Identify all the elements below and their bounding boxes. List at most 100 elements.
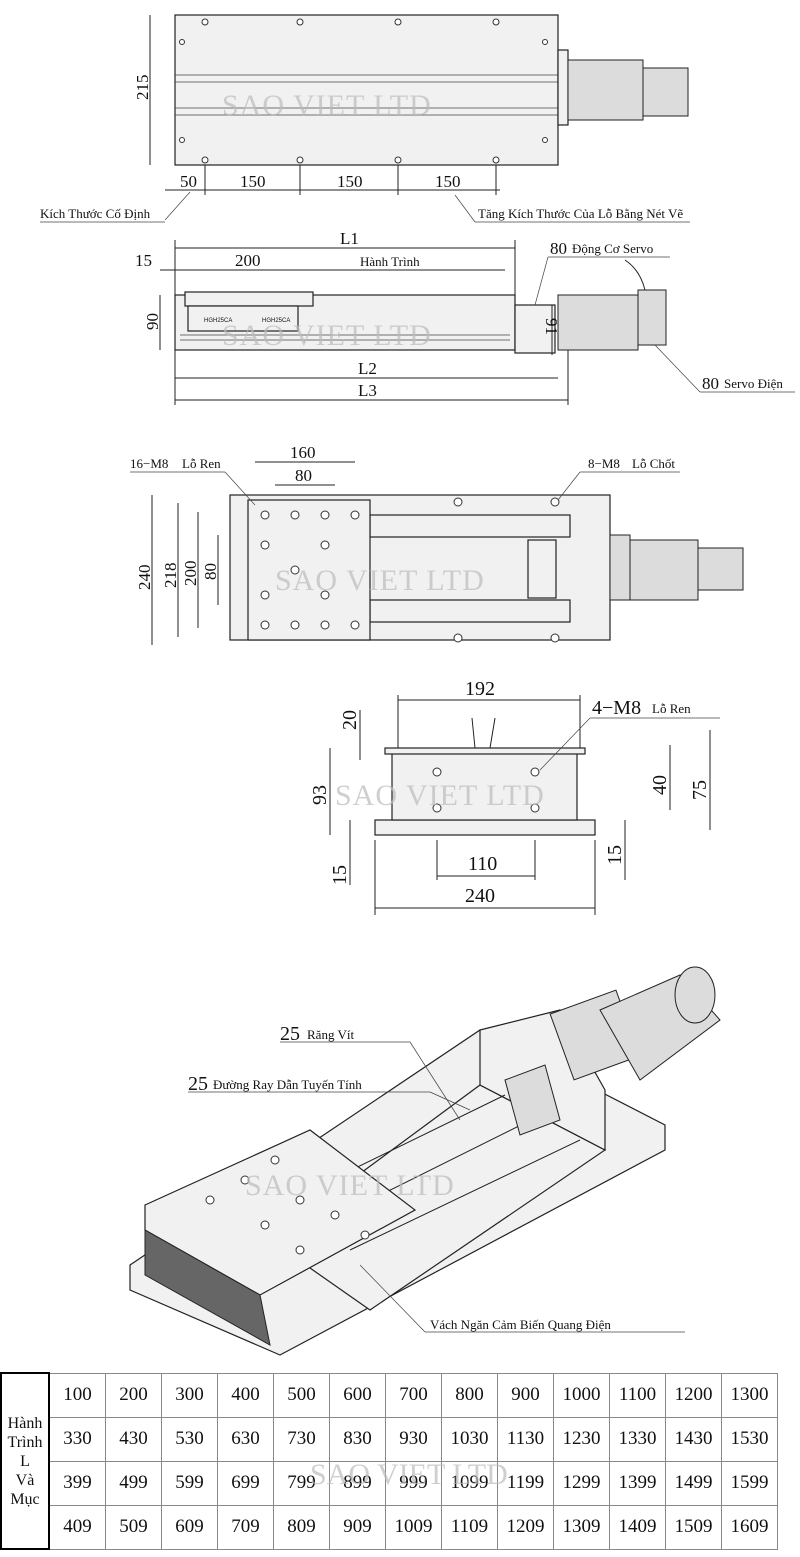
table-cell: 1130 [497, 1416, 554, 1462]
watermark: SAO VIET LTD [245, 1169, 455, 1202]
table-cell: 830 [329, 1416, 386, 1462]
dim-110: 110 [468, 853, 497, 875]
label-stroke: Hành Trình [360, 254, 420, 269]
holes-label-num: 4−M8 [592, 697, 641, 719]
table-cell: 1100 [609, 1372, 666, 1418]
motor-label: Động Cơ Servo [572, 241, 653, 256]
table-cell: 430 [105, 1416, 162, 1462]
header-line: Mục [10, 1490, 40, 1508]
table-cell: 400 [217, 1372, 274, 1418]
table-cell: 900 [497, 1372, 554, 1418]
screw-label: Răng Vít [307, 1027, 354, 1042]
table-header-cell: Hành Trình L Và Mục [0, 1372, 50, 1550]
table-cell: 500 [273, 1372, 330, 1418]
table-cell: 809 [273, 1504, 330, 1550]
plan-view: 160 80 16−M8 Lỗ Ren 8−M8 Lỗ Chốt 240 218… [130, 443, 744, 645]
table-cell: 609 [161, 1504, 218, 1550]
table-cell: 700 [385, 1372, 442, 1418]
carriage-label-2: HGH25CA [262, 318, 290, 324]
dim-160: 160 [290, 443, 316, 462]
dim-200: 200 [181, 561, 200, 587]
header-line: Trình [7, 1433, 43, 1451]
table-cell: 1509 [665, 1504, 722, 1550]
table-cell: 1300 [721, 1372, 778, 1418]
dim-15-left: 15 [329, 865, 351, 885]
pins-label-num: 8−M8 [588, 456, 620, 471]
rail-label-num: 25 [188, 1073, 208, 1095]
watermark: SAO VIET LTD [335, 779, 545, 812]
table-cell: 1000 [553, 1372, 610, 1418]
dim-80-vertical: 80 [201, 563, 220, 580]
table-cell: 1430 [665, 1416, 722, 1462]
dim-150-a: 150 [240, 172, 266, 191]
label-increase-size: Tăng Kích Thước Của Lỗ Bằng Nét Vẽ [478, 206, 683, 221]
table-cell: 909 [329, 1504, 386, 1550]
dim-218: 218 [161, 563, 180, 589]
table-cell: 600 [329, 1372, 386, 1418]
table-cell: 1200 [665, 1372, 722, 1418]
dim-91: 91 [542, 318, 561, 335]
dim-L1: L1 [340, 229, 359, 248]
table-cell: 200 [105, 1372, 162, 1418]
table-cell: 1530 [721, 1416, 778, 1462]
dim-150-c: 150 [435, 172, 461, 191]
table-cell: 800 [441, 1372, 498, 1418]
dim-L2: L2 [358, 359, 377, 378]
dim-93: 93 [309, 785, 331, 805]
header-line: L [20, 1452, 30, 1470]
table-cell: 1099 [441, 1460, 498, 1506]
table-cell: 399 [48, 1460, 106, 1506]
side-view: L1 15 200 Hành Trình HGH25CA HGH25CA 90 … [135, 229, 795, 405]
table-cell: 599 [161, 1460, 218, 1506]
dim-80: 80 [295, 466, 312, 485]
table-cell: 1399 [609, 1460, 666, 1506]
dim-200: 200 [235, 251, 261, 270]
top-view: 215 50 150 150 150 Kích Thước Cố Định Tă… [40, 14, 690, 223]
table-cell: 1109 [441, 1504, 498, 1550]
dim-215: 215 [133, 75, 152, 101]
watermark: SAO VIET LTD [310, 1458, 508, 1491]
dim-15-right: 15 [604, 845, 626, 865]
table-cell: 899 [329, 1460, 386, 1506]
dim-40: 40 [649, 775, 671, 795]
motor-label-num: 80 [550, 239, 567, 258]
table-cell: 709 [217, 1504, 274, 1550]
table-cell: 1330 [609, 1416, 666, 1462]
table-cell: 699 [217, 1460, 274, 1506]
iso-view: 25 Răng Vít 25 Đường Ray Dẫn Tuyến Tính … [129, 966, 721, 1356]
dim-90: 90 [143, 313, 162, 330]
dim-240: 240 [465, 885, 495, 907]
screw-label-num: 25 [280, 1023, 300, 1045]
table-cell: 1599 [721, 1460, 778, 1506]
table-cell: 330 [48, 1416, 106, 1462]
table-cell: 300 [161, 1372, 218, 1418]
table-cell: 1609 [721, 1504, 778, 1550]
table-cell: 1230 [553, 1416, 610, 1462]
watermark: SAO VIET LTD [222, 319, 432, 352]
carriage-label-1: HGH25CA [204, 318, 232, 324]
table-cell: 1299 [553, 1460, 610, 1506]
table-cell: 1309 [553, 1504, 610, 1550]
table-cell: 509 [105, 1504, 162, 1550]
servo-label-num: 80 [702, 374, 719, 393]
dim-20: 20 [339, 710, 361, 730]
dim-L3: L3 [358, 381, 377, 400]
servo-label: Servo Điện [724, 376, 783, 391]
holes-label: Lỗ Ren [652, 701, 691, 716]
table-cell: 409 [48, 1504, 106, 1550]
end-view: 192 20 93 15 4−M8 Lỗ Ren 40 75 15 110 24… [309, 678, 720, 915]
watermark: SAO VIET LTD [222, 89, 432, 122]
table-cell: 499 [105, 1460, 162, 1506]
table-cell: 530 [161, 1416, 218, 1462]
dim-240: 240 [135, 565, 154, 591]
table-cell: 1499 [665, 1460, 722, 1506]
table-cell: 799 [273, 1460, 330, 1506]
table-cell: 1009 [385, 1504, 442, 1550]
rail-label: Đường Ray Dẫn Tuyến Tính [213, 1077, 362, 1092]
dim-75: 75 [689, 780, 711, 800]
